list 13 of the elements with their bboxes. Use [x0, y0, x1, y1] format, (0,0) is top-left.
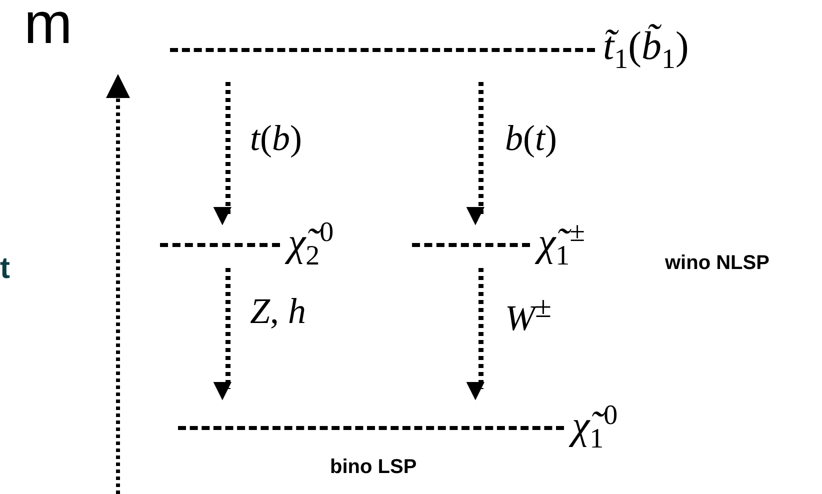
axis-label: m — [24, 0, 72, 56]
level-annotation: wino NLSP — [665, 252, 770, 274]
edge-label: t(b) — [250, 120, 302, 156]
edge-label: Z, h — [250, 293, 306, 329]
edge-label: W$^{±}$ — [505, 293, 552, 336]
decay-arrow — [466, 268, 484, 400]
decay-arrow — [213, 268, 232, 400]
edge-label: b(t) — [505, 120, 558, 156]
decay-arrow — [466, 82, 484, 226]
text-fragment: t — [0, 252, 10, 285]
level-annotation: bino LSP — [330, 456, 417, 479]
decay-arrow — [213, 82, 232, 226]
level-label: t̃$_{1}$(b̃$_{1}$) — [602, 26, 689, 74]
